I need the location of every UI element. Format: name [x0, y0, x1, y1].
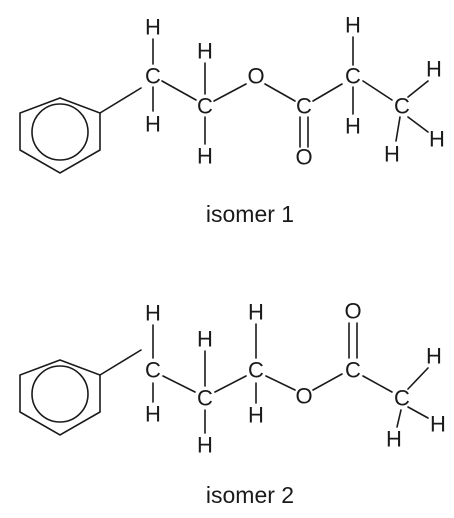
isomer-1-hydrogen: H [197, 144, 213, 169]
isomer-1-carbon: C [394, 94, 410, 119]
isomer-2-hydrogen: H [248, 300, 264, 325]
isomer-2-hydrogen: H [248, 403, 264, 428]
isomer-2-bonds [99, 322, 429, 434]
isomer-2-hydrogen: H [426, 344, 442, 369]
isomer-2-benzene-ring [19, 359, 101, 436]
isomer-1-bonds [99, 36, 429, 148]
isomer-2-hydrogen: H [197, 433, 213, 458]
isomer-1-hydrogen: H [145, 15, 161, 40]
isomer-2-hydrogen: H [145, 301, 161, 326]
isomer-2-ester-oxygen: O [295, 384, 312, 409]
isomer-1-carbon: C [145, 64, 161, 89]
isomer-1-caption: isomer 1 [206, 201, 294, 227]
isomer-1-carbon: C [345, 64, 361, 89]
isomer-2-hydrogen: H [430, 412, 446, 437]
isomer-2-hydrogen: H [386, 427, 402, 452]
isomer-1-structure: H C H H C H O C O H C H C H H H [19, 13, 445, 174]
isomer-1-benzene-ring [19, 97, 101, 174]
isomer-2-carbon: C [145, 358, 161, 383]
isomer-2-carbon: C [197, 386, 213, 411]
isomer-1-ester-oxygen: O [247, 64, 264, 89]
isomer-2-hydrogen: H [197, 327, 213, 352]
isomer-2-hydrogen: H [145, 402, 161, 427]
isomer-1-hydrogen: H [145, 112, 161, 137]
isomer-2-carbonyl-oxygen: O [344, 299, 361, 324]
isomer-1-hydrogen: H [345, 13, 361, 38]
isomer-1-carbonyl-oxygen: O [295, 145, 312, 170]
isomer-2-carbon: C [394, 386, 410, 411]
isomer-1-carbon: C [197, 94, 213, 119]
isomer-2-caption: isomer 2 [206, 482, 294, 508]
isomer-2-carbonyl-carbon: C [345, 358, 361, 383]
isomer-1-carbonyl-carbon: C [296, 94, 312, 119]
isomer-2-carbon: C [248, 358, 264, 383]
isomer-1-hydrogen: H [429, 127, 445, 152]
isomer-1-hydrogen: H [345, 114, 361, 139]
isomer-2-structure: H C H H C H H C H O O C C H H H [19, 299, 446, 458]
isomer-1-hydrogen: H [384, 142, 400, 167]
isomer-1-hydrogen: H [197, 39, 213, 64]
isomer-1-hydrogen: H [426, 57, 442, 82]
